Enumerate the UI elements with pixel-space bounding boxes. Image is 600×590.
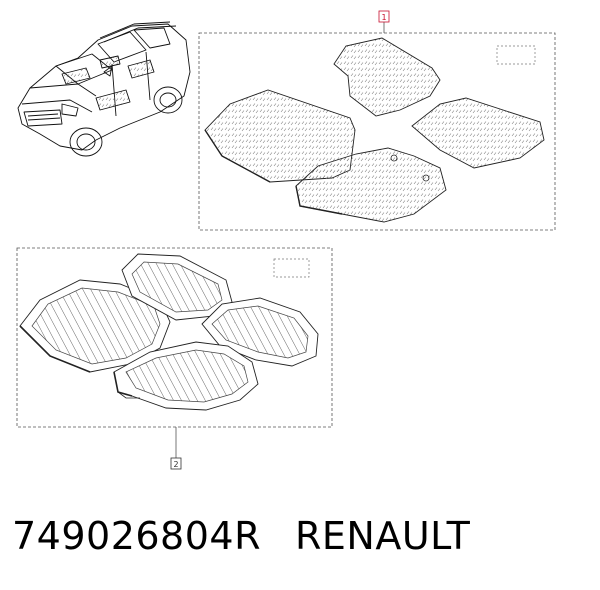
part-number: 749026804R (12, 514, 261, 558)
callout-tag-1: 1 (381, 13, 386, 22)
car-illustration (17, 21, 191, 157)
callout-tag-2: 2 (173, 460, 178, 469)
part-caption: 749026804R RENAULT (12, 514, 470, 558)
callout-box-1: 1 (198, 10, 556, 231)
callout-box-2: 2 (16, 247, 333, 470)
parts-diagram: 1 2 (16, 10, 556, 470)
brand-name: RENAULT (295, 514, 471, 558)
